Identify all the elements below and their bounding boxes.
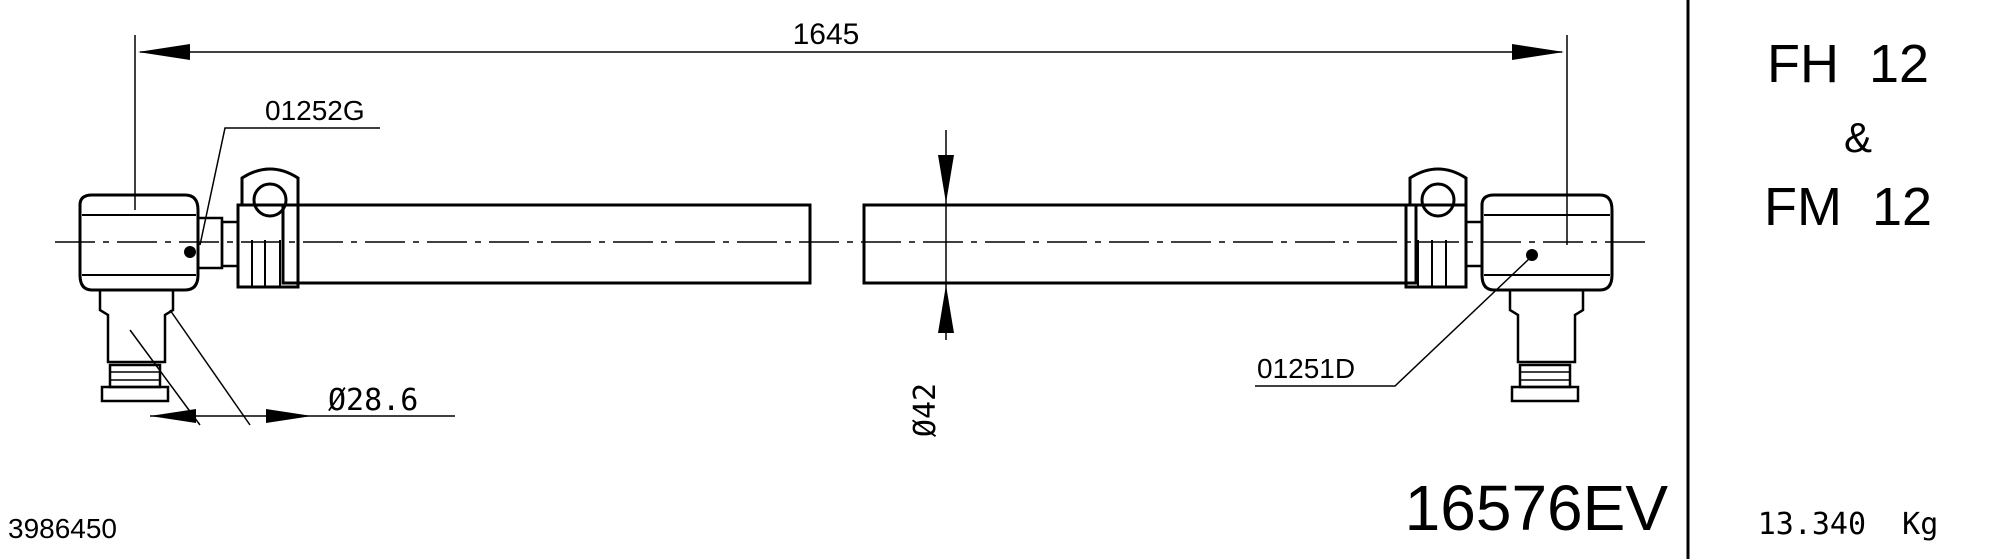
left-joint-leader <box>199 127 380 246</box>
tube-left <box>281 203 812 285</box>
length-value: 1645 <box>793 18 860 51</box>
part-number: 16576EV <box>1405 472 1669 544</box>
model-line-1: FH 12 <box>1767 34 1929 94</box>
pin-diameter-dimension <box>129 309 455 426</box>
tube-diameter-dimension <box>938 130 954 340</box>
left-clamp <box>220 167 300 289</box>
length-dimension <box>134 35 1568 245</box>
tube-right <box>862 203 1418 285</box>
pin-diameter-label: Ø28.6 <box>328 383 418 418</box>
left-ball-joint <box>78 193 224 403</box>
tube-diameter-label: Ø42 <box>908 383 943 437</box>
right-joint-leader <box>1255 257 1531 387</box>
model-line-2: FM 12 <box>1764 177 1932 237</box>
right-joint-label: 01251D <box>1257 353 1355 384</box>
left-joint-label: 01252G <box>265 95 365 126</box>
right-ball-joint <box>1480 193 1614 403</box>
weight-label: 13.340 Kg <box>1758 507 1939 542</box>
reference-number: 3986450 <box>8 513 117 544</box>
model-ampersand: & <box>1844 114 1872 161</box>
